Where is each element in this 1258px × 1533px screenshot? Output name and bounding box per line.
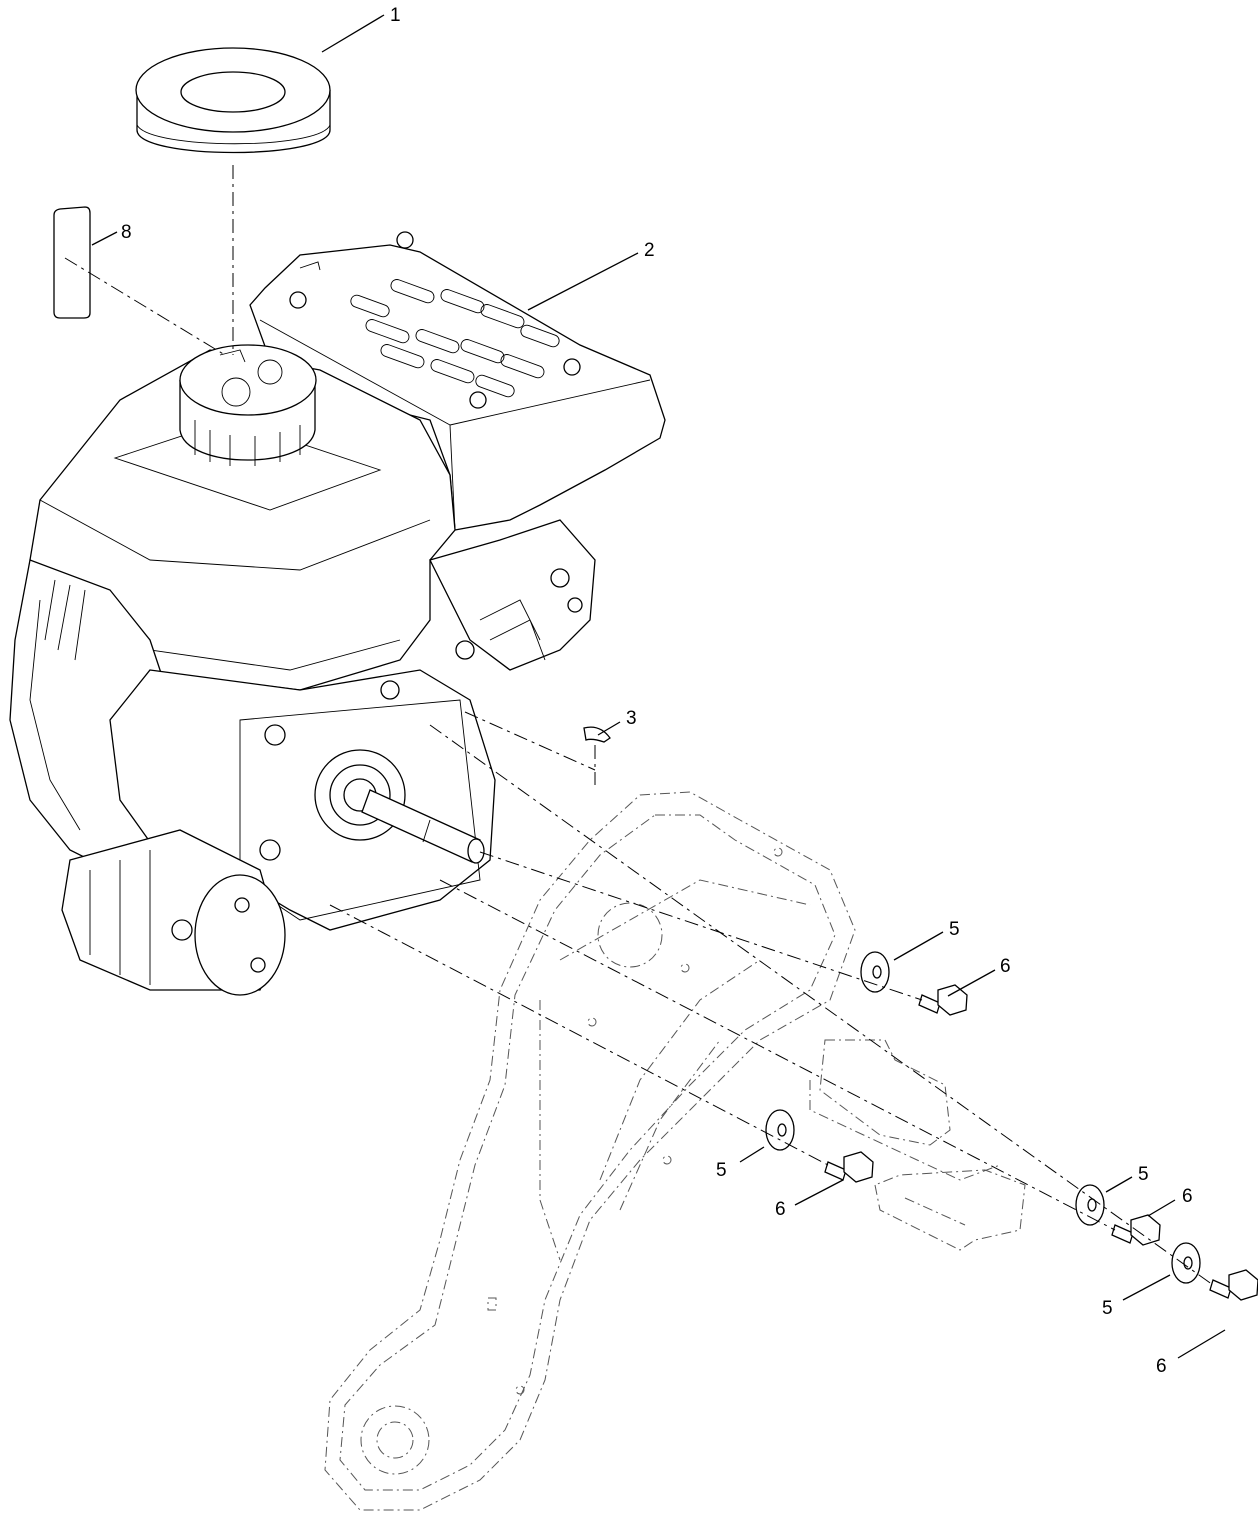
callout-5: 5 — [1138, 1164, 1149, 1185]
bolts — [824, 984, 1258, 1301]
starter-motor — [61, 829, 286, 996]
washer — [1075, 1184, 1105, 1226]
ring-seal — [135, 47, 331, 154]
callout-6: 6 — [1000, 956, 1011, 977]
washer — [1171, 1242, 1201, 1284]
callout-6: 6 — [1156, 1356, 1167, 1377]
callout-labels: 1 2 8 3 5 6 5 6 5 6 5 6 — [121, 5, 1193, 1377]
shield-slots — [350, 279, 560, 398]
shaft-key — [583, 726, 611, 743]
bolt — [918, 984, 968, 1016]
bolt — [1111, 1214, 1161, 1246]
bolt — [1209, 1269, 1258, 1301]
washers — [765, 951, 1201, 1284]
frame-phantom — [324, 791, 1026, 1511]
muffler-shield — [249, 231, 666, 531]
callout-5: 5 — [716, 1160, 727, 1181]
crank-shaft — [361, 789, 485, 864]
callout-1: 1 — [390, 5, 401, 26]
callout-3: 3 — [626, 708, 637, 729]
callout-6: 6 — [775, 1199, 786, 1220]
washer — [765, 1109, 795, 1151]
callout-2: 2 — [644, 240, 655, 261]
callout-6: 6 — [1182, 1186, 1193, 1207]
callout-8: 8 — [121, 222, 132, 243]
callout-5: 5 — [1102, 1298, 1113, 1319]
leader-lines — [91, 14, 1226, 1359]
bolt — [824, 1151, 874, 1183]
engine — [9, 344, 596, 996]
callout-5: 5 — [949, 919, 960, 940]
washer — [860, 951, 890, 993]
assembly-lines — [64, 165, 1214, 1286]
